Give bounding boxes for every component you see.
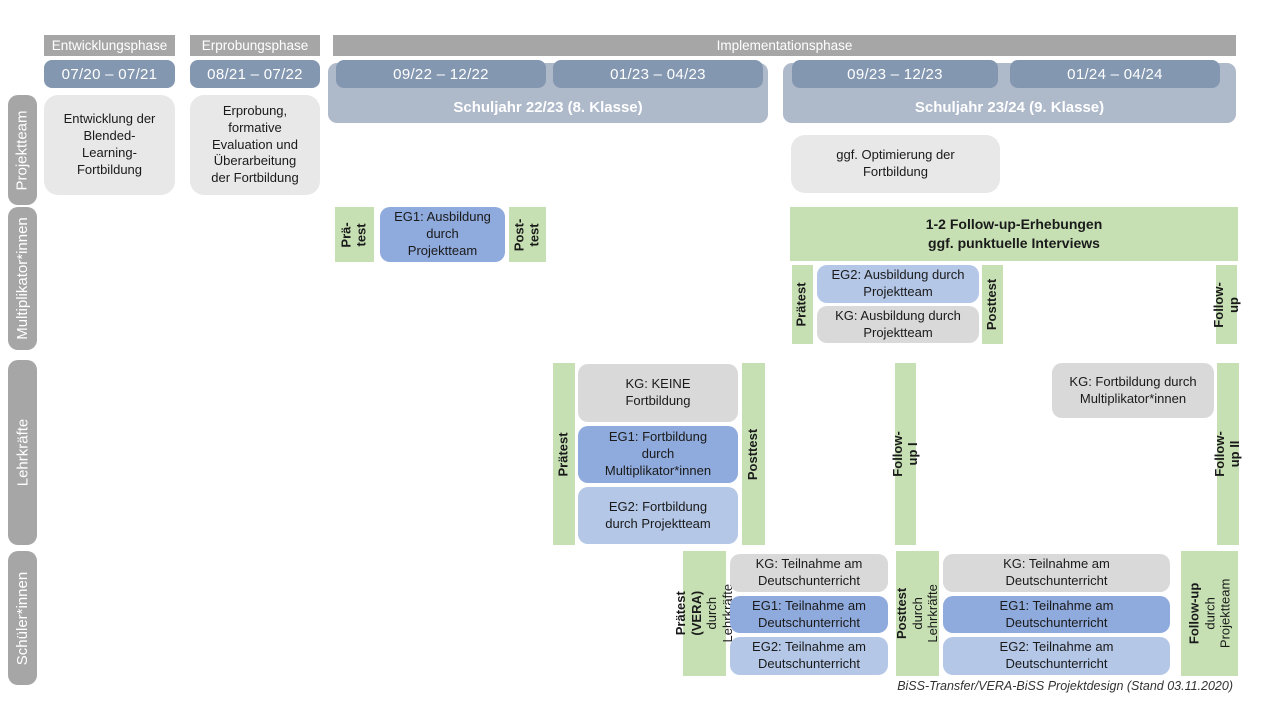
test-bar-praetest-multiplikatoren-sj2-text: Prätest [794,282,810,327]
box-eg2-deutschunterricht-2: EG2: Teilnahme am Deutschunterricht [943,637,1170,675]
box-kg-deutschunterricht-2: KG: Teilnahme am Deutschunterricht [943,554,1170,592]
footer-caption: BiSS-Transfer/VERA-BiSS Projektdesign (S… [897,679,1233,693]
box-eg1-deutschunterricht-1: EG1: Teilnahme am Deutschunterricht [730,596,888,633]
box-eg2-fortbildung-projektteam: EG2: Fortbildung durch Projektteam [578,487,738,544]
phase-header-entwicklungsphase: Entwicklungsphase [44,35,175,56]
date-bar-0821-0722: 08/21 – 07/22 [190,60,320,88]
box-kg-keine-fortbildung: KG: KEINE Fortbildung [578,364,738,422]
box-followup-erhebungen: 1-2 Follow-up-Erhebungen ggf. punktuelle… [790,207,1238,261]
test-bar-followup-schueler: Follow-up durch Projektteam [1181,551,1238,676]
test-bar-posttest-multiplikatoren-sj1: Post- test [509,207,546,262]
date-bar-0123-0423: 01/23 – 04/23 [553,60,763,88]
box-eg2-ausbildung-projektteam: EG2: Ausbildung durch Projektteam [817,265,979,303]
test-bar-followup1-lehrkraefte-text: Follow-up I [889,431,920,477]
followup-sublabel: durch Projektteam [1201,578,1233,649]
posttest-sublabel: durch Lehrkräfte [909,584,941,643]
test-bar-followup-multiplikatoren-text: Follow-up [1210,281,1241,328]
box-entwicklung-fortbildung: Entwicklung der Blended- Learning- Fortb… [44,95,175,195]
test-bar-praetest-vera-schueler: Prätest (VERA) durch Lehrkräfte [673,551,735,676]
box-optimierung-fortbildung: ggf. Optimierung der Fortbildung [791,135,1000,193]
date-bar-0720-0721: 07/20 – 07/21 [44,60,175,88]
row-label-schuelerinnen-text: Schüler*innen [14,571,31,665]
row-label-projektteam-text: Projektteam [14,109,32,191]
box-erprobung-evaluation: Erprobung, formative Evaluation und Über… [190,95,320,195]
row-label-projektteam: Projektteam [8,95,37,205]
row-label-lehrkraefte-text: Lehrkräfte [14,418,32,487]
posttest-label: Posttest [894,587,910,640]
test-bar-posttest-multiplikatoren-sj1-text: Post- test [511,218,542,251]
test-bar-posttest-schueler-text: Posttest durch Lehrkräfte [894,584,941,643]
test-bar-praetest-multiplikatoren-sj1-text: Prä- test [338,221,369,248]
date-bar-0923-1223: 09/23 – 12/23 [792,60,998,88]
test-bar-praetest-lehrkraefte: Prätest [553,363,575,545]
box-eg2-deutschunterricht-1: EG2: Teilnahme am Deutschunterricht [730,637,888,675]
test-bar-followup-multiplikatoren: Follow-up [1211,265,1241,344]
test-bar-posttest-lehrkraefte: Posttest [742,363,765,545]
row-label-schuelerinnen: Schüler*innen [8,551,37,685]
test-bar-posttest-multiplikatoren-sj2: Posttest [982,265,1003,344]
row-label-multiplikatorinnen-text: Multiplikator*innen [14,217,32,340]
box-eg1-ausbildung-projektteam: EG1: Ausbildung durch Projektteam [380,207,505,262]
box-eg1-deutschunterricht-2: EG1: Teilnahme am Deutschunterricht [943,596,1170,633]
test-bar-praetest-vera-schueler-text: Prätest (VERA) durch Lehrkräfte [673,584,735,643]
phase-header-implementationsphase: Implementationsphase [333,35,1236,56]
row-label-lehrkraefte: Lehrkräfte [8,360,37,545]
box-eg1-fortbildung-multiplikatoren: EG1: Fortbildung durch Multiplikator*inn… [578,426,738,483]
phase-header-erprobungsphase: Erprobungsphase [190,35,320,56]
box-kg-fortbildung-multiplikatoren: KG: Fortbildung durch Multiplikator*inne… [1052,363,1214,418]
test-bar-followup1-lehrkraefte: Follow-up I [890,363,920,545]
test-bar-posttest-multiplikatoren-sj2-text: Posttest [984,278,1000,331]
test-bar-followup2-lehrkraefte: Follow-up II [1212,363,1242,545]
praetest-vera-label: Prätest (VERA) [673,591,704,636]
date-bar-0922-1222: 09/22 – 12/22 [336,60,546,88]
test-bar-praetest-multiplikatoren-sj2: Prätest [792,265,813,344]
box-kg-deutschunterricht-1: KG: Teilnahme am Deutschunterricht [730,554,888,592]
followup-label: Follow-up [1186,582,1202,645]
box-kg-ausbildung-projektteam: KG: Ausbildung durch Projektteam [817,306,979,343]
test-bar-posttest-lehrkraefte-text: Posttest [745,428,761,480]
test-bar-posttest-schueler: Posttest durch Lehrkräfte [894,551,941,676]
test-bar-praetest-multiplikatoren-sj1: Prä- test [335,207,374,262]
test-bar-followup2-lehrkraefte-text: Follow-up II [1212,431,1242,477]
date-bar-0124-0424: 01/24 – 04/24 [1010,60,1220,88]
test-bar-praetest-lehrkraefte-text: Prätest [555,431,571,477]
row-label-multiplikatorinnen: Multiplikator*innen [8,207,37,350]
test-bar-followup-schueler-text: Follow-up durch Projektteam [1186,579,1233,648]
